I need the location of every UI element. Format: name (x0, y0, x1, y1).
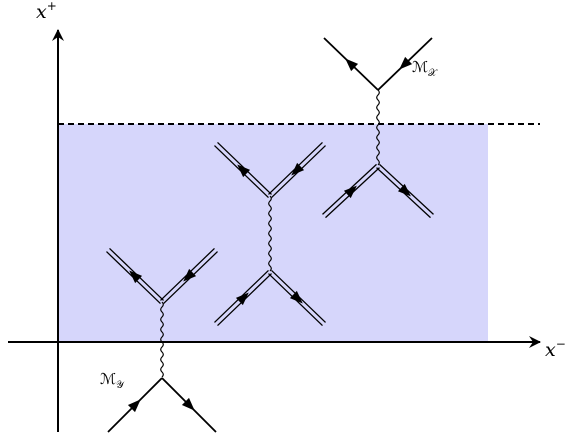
right-fermion-left-arrow (343, 185, 357, 199)
horizontal-axis-label: x− (545, 337, 566, 361)
middle-lower-fermion-right-arrow (289, 290, 303, 304)
shaded-region (58, 124, 488, 342)
amplitude-y-label: ℳ𝒴 (100, 370, 125, 391)
amplitude-x-label: ℳ𝒳 (412, 58, 438, 79)
top-fermion-right-arrow (399, 56, 413, 70)
middle-boson-line (268, 195, 272, 272)
bottom-fermion-right-arrow (181, 397, 195, 411)
top-boson-line (376, 89, 380, 166)
top-fermion-left-arrow (345, 58, 359, 72)
left-upper-fermion-left-arrow (129, 270, 143, 284)
middle-upper-fermion-left-arrow (237, 164, 251, 178)
middle-upper-fermion-right-arrow (291, 162, 305, 176)
left-upper-fermion-right-arrow (183, 268, 197, 282)
left-boson-line (160, 301, 164, 378)
feynman-diagrams (106, 37, 434, 433)
bottom-fermion-left-arrow (127, 399, 141, 413)
vertical-axis-label: x+ (36, 0, 57, 23)
right-fermion-right-arrow (397, 183, 411, 197)
middle-lower-fermion-left-arrow (235, 292, 249, 306)
